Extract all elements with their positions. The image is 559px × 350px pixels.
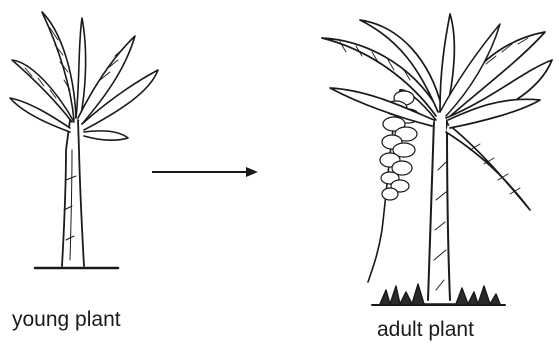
growth-arrow	[152, 167, 258, 177]
young-plant-label: young plant	[12, 308, 121, 332]
young-plant-illustration	[10, 12, 158, 268]
adult-plant-illustration	[322, 14, 552, 305]
adult-plant-label: adult plant	[377, 318, 474, 342]
